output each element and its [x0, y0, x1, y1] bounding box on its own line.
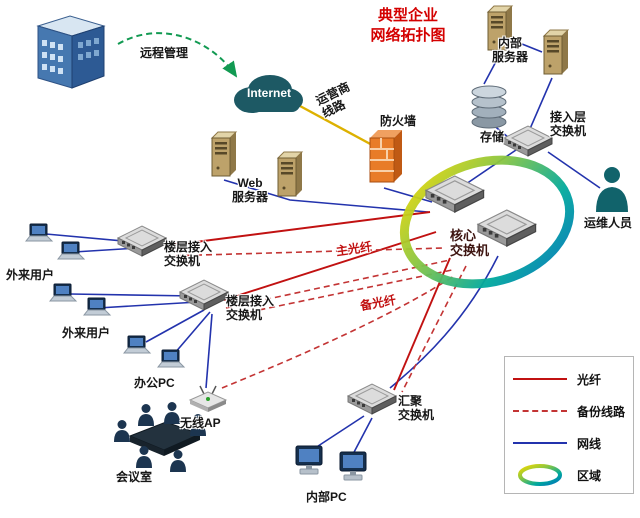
label-external-users-2: 外来用户 [62, 326, 111, 340]
legend-item-backup: 备份线路 [513, 399, 625, 423]
legend-label: 备份线路 [577, 404, 626, 419]
label-wireless-ap: 无线AP [180, 416, 221, 430]
label-office-pc: 办公PC [134, 376, 175, 390]
legend-label: 网线 [577, 436, 602, 451]
label-ops-staff: 运维人员 [584, 216, 633, 230]
label-core-switch: 核心 交换机 [450, 228, 490, 259]
access-layer-switch-icon [503, 125, 553, 157]
label-internal-pc: 内部PC [306, 490, 347, 504]
conference-room-icon [114, 402, 206, 472]
firewall-icon [369, 129, 403, 183]
legend-label: 光纤 [577, 372, 602, 387]
fiber-line-sample [513, 378, 567, 380]
label-firewall: 防火墙 [380, 114, 417, 128]
label-external-users-1: 外来用户 [6, 268, 55, 282]
label-internet: Internet [246, 86, 291, 100]
legend-item-ethernet: 网线 [513, 431, 625, 455]
label-aggregation-switch: 汇聚 交换机 [398, 394, 435, 423]
label-remote-management: 远程管理 [140, 46, 189, 60]
floor-switch-2-icon [179, 279, 229, 311]
legend: 光纤 备份线路 网线 [504, 356, 634, 494]
office-pc-laptop-icon [123, 335, 185, 368]
wireless-ap-icon [189, 385, 227, 413]
label-internal-servers: 内部 服务器 [492, 36, 529, 65]
storage-icon [471, 85, 507, 129]
label-storage: 存储 [480, 130, 505, 144]
floor-switch-1-icon [117, 225, 167, 257]
zone-ring-sample [513, 462, 567, 488]
internal-pc-icon [295, 445, 367, 481]
label-web-server: Web 服务器 [232, 176, 269, 205]
label-conference-room: 会议室 [116, 470, 153, 484]
ethernet-line-sample [513, 442, 567, 444]
label-access-switch: 接入层 交换机 [550, 110, 587, 139]
carrier-line [299, 104, 375, 148]
legend-label: 区域 [577, 468, 602, 483]
label-floor-switch-1: 楼层接入 交换机 [164, 240, 213, 269]
legend-item-fiber: 光纤 [513, 367, 625, 391]
core-zone-ring [399, 155, 575, 289]
diagram-title: 典型企业 网络拓扑图 [370, 7, 446, 45]
ops-staff-icon [596, 167, 628, 212]
legend-item-zone: 区域 [513, 463, 625, 487]
headquarters-building-icon [37, 15, 105, 89]
label-floor-switch-2: 楼层接入 交换机 [226, 294, 275, 323]
backup-line-sample [513, 410, 567, 412]
aggregation-switch-icon [347, 383, 397, 415]
